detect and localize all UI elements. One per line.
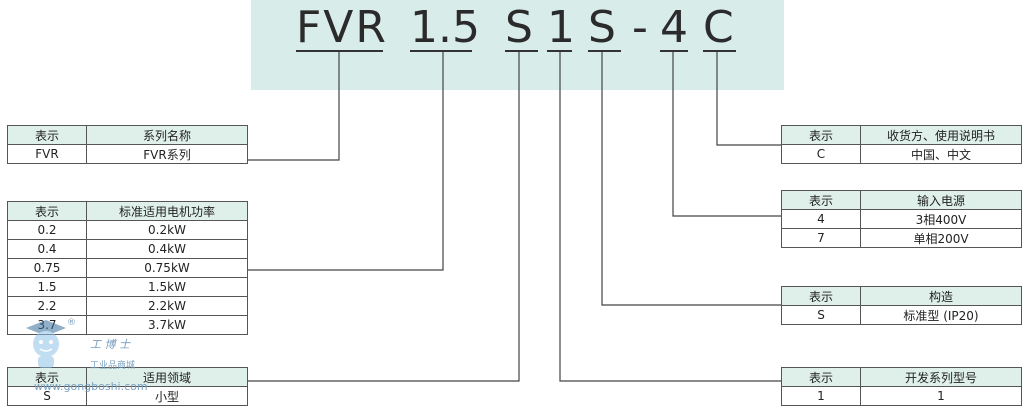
table-header: 标准适用电机功率 — [86, 201, 248, 221]
code-part-dev-series: 1 — [547, 2, 575, 53]
underline-dev-series — [547, 50, 572, 52]
underline-structure — [588, 50, 621, 52]
table-cell: C — [781, 144, 861, 164]
underline-destination — [703, 50, 736, 52]
code-part-power: 1.5 — [410, 2, 480, 53]
table-cell: 3相400V — [860, 209, 1022, 229]
underline-power — [410, 50, 472, 52]
table-cell: FVR系列 — [86, 144, 248, 164]
table-cell: 0.75kW — [86, 258, 248, 278]
code-part-series: FVR — [296, 2, 388, 53]
connector-structure — [601, 52, 781, 306]
connector-input-power — [672, 52, 781, 217]
code-part-field: S — [505, 2, 533, 53]
connector-series — [247, 52, 340, 161]
table-header: 开发系列型号 — [860, 367, 1022, 387]
code-part-destination: C — [703, 2, 734, 53]
table-header: 表示 — [781, 125, 861, 145]
table-cell: 7 — [781, 228, 861, 248]
table-header: 系列名称 — [86, 125, 248, 145]
code-part-structure: S — [588, 2, 616, 53]
table-cell: 4 — [781, 209, 861, 229]
table-cell: 1 — [860, 386, 1022, 406]
table-cell: 0.4 — [7, 239, 87, 259]
code-part-input-power: 4 — [660, 2, 688, 53]
underline-series — [296, 50, 383, 52]
table-cell: 3.7 — [7, 315, 87, 335]
table-cell: 1.5 — [7, 277, 87, 297]
table-cell: 0.2kW — [86, 220, 248, 240]
connector-dev-series — [559, 52, 781, 382]
table-cell: 0.2 — [7, 220, 87, 240]
code-part-dash: - — [632, 2, 648, 53]
underline-input-power — [660, 50, 688, 52]
model-code-banner — [251, 0, 784, 90]
table-header: 构造 — [860, 286, 1022, 306]
table-cell: 2.2 — [7, 296, 87, 316]
table-cell: 3.7kW — [86, 315, 248, 335]
table-header: 适用领域 — [86, 367, 248, 387]
table-header: 表示 — [7, 201, 87, 221]
table-cell: FVR — [7, 144, 87, 164]
table-cell: 1.5kW — [86, 277, 248, 297]
connector-field — [247, 52, 520, 382]
table-header: 表示 — [781, 286, 861, 306]
table-cell: S — [7, 386, 87, 406]
connector-power — [247, 52, 444, 271]
table-cell: 小型 — [86, 386, 248, 406]
underline-field — [505, 50, 538, 52]
table-header: 表示 — [7, 367, 87, 387]
table-cell: 0.75 — [7, 258, 87, 278]
table-header: 表示 — [781, 367, 861, 387]
table-cell: 1 — [781, 386, 861, 406]
table-header: 表示 — [781, 190, 861, 210]
table-cell: 标准型 (IP20) — [860, 305, 1022, 325]
table-cell: 中国、中文 — [860, 144, 1022, 164]
table-header: 表示 — [7, 125, 87, 145]
connector-destination — [716, 52, 781, 146]
table-cell: 2.2kW — [86, 296, 248, 316]
table-header: 收货方、使用说明书 — [860, 125, 1022, 145]
table-cell: S — [781, 305, 861, 325]
table-header: 输入电源 — [860, 190, 1022, 210]
table-cell: 单相200V — [860, 228, 1022, 248]
table-cell: 0.4kW — [86, 239, 248, 259]
